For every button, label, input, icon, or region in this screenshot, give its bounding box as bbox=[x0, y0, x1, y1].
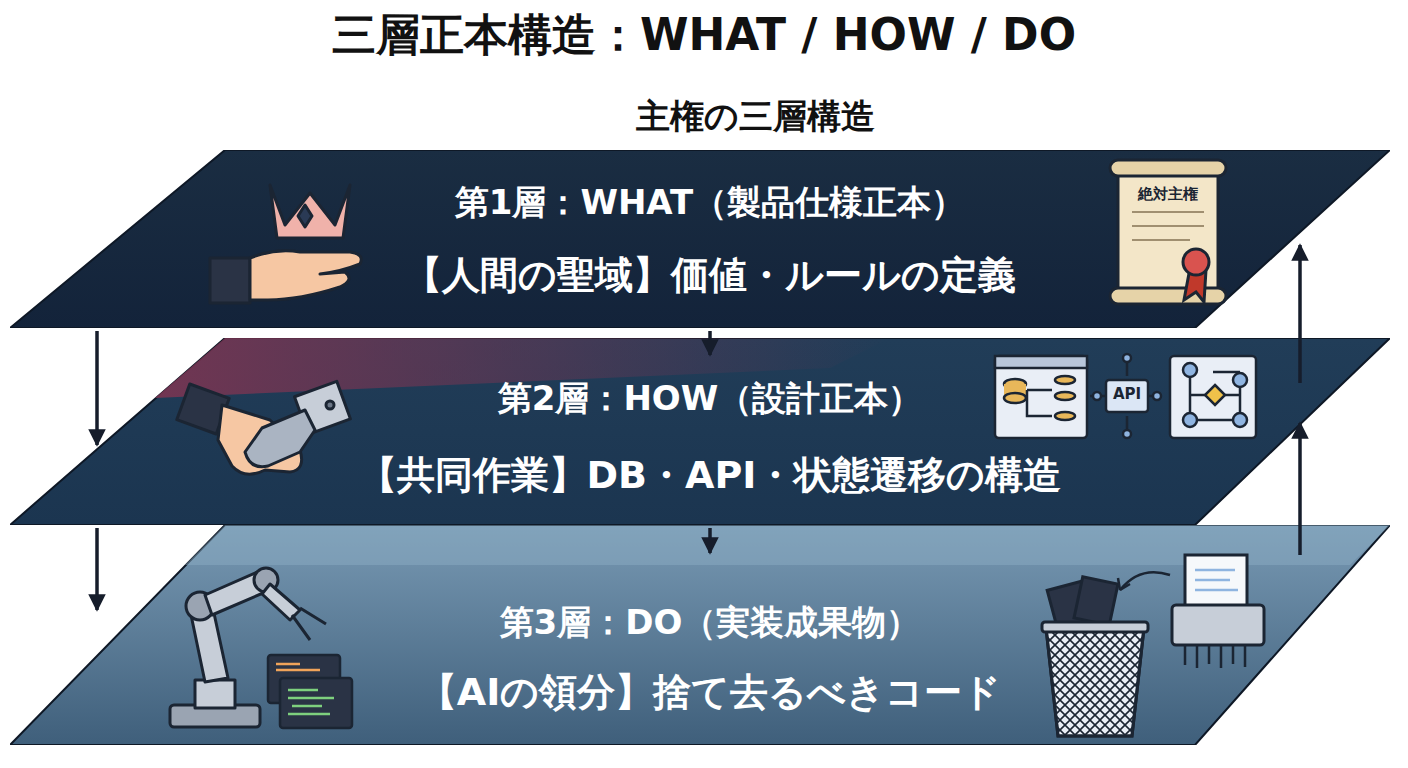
layer-heading: 第1層：WHAT（製品仕様正本） bbox=[455, 180, 965, 226]
subtitle: 主権の三層構造 bbox=[636, 94, 875, 140]
api-label: API bbox=[1113, 385, 1141, 403]
scroll-icon bbox=[1110, 160, 1226, 304]
flow-arrow bbox=[708, 331, 712, 355]
flow-arrow bbox=[95, 331, 99, 445]
code-screens-icon bbox=[268, 655, 352, 728]
layer-body: 【AIの領分】捨て去るべきコード bbox=[419, 667, 1002, 718]
band-fill bbox=[10, 338, 1390, 525]
layer-body: 【人間の聖域】価値・ルールの定義 bbox=[404, 250, 1016, 301]
layer-body: 【共同作業】DB・API・状態遷移の構造 bbox=[359, 450, 1062, 501]
band-fill bbox=[10, 525, 1390, 745]
flow-arrow bbox=[95, 528, 99, 610]
layer-heading: 第3層：DO（実装成果物） bbox=[500, 600, 921, 646]
flow-arrow bbox=[1298, 245, 1302, 383]
band-fill bbox=[10, 150, 1390, 328]
band-highlight bbox=[185, 525, 1390, 565]
diagram-title: 三層正本構造：WHAT / HOW / DO bbox=[332, 6, 1076, 65]
layer-heading: 第2層：HOW（設計正本） bbox=[498, 376, 923, 422]
flow-arrow bbox=[708, 528, 712, 553]
flow-arrow bbox=[1298, 423, 1302, 555]
scroll-label: 絶対主権 bbox=[1138, 185, 1198, 204]
